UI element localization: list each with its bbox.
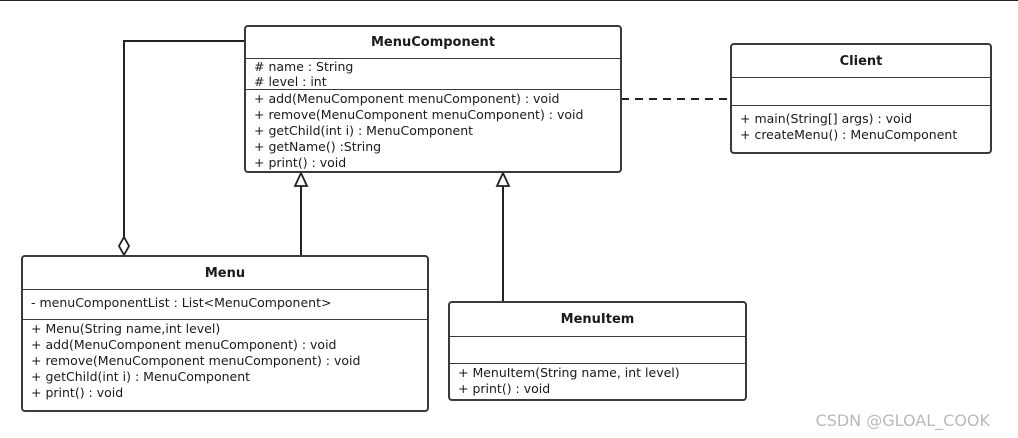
operations-section: + main(String[] args) : void + createMen… [732,106,990,143]
attribute: - menuComponentList : List<MenuComponent… [31,295,332,310]
operation: + getChild(int i) : MenuComponent [254,123,474,138]
operation: + main(String[] args) : void [740,111,913,126]
class-name: Menu [23,257,427,290]
operation: + MenuItem(String name, int level) [458,365,680,380]
operation: + print() : void [458,381,551,396]
top-border [0,0,1018,1]
class-name: Client [732,45,990,78]
operation: + print() : void [254,155,347,170]
class-name: MenuItem [450,303,745,337]
attribute: # name : String [254,59,354,74]
operation: + add(MenuComponent menuComponent) : voi… [254,91,560,106]
operations-section: + add(MenuComponent menuComponent) : voi… [246,90,620,171]
aggregation-diamond [117,235,131,257]
class-client[interactable]: Client + main(String[] args) : void + cr… [730,43,992,154]
attributes-section: # name : String # level : int [246,59,620,90]
attributes-section [732,78,990,106]
operation: + print() : void [31,385,124,400]
class-menu-component[interactable]: MenuComponent # name : String # level : … [244,25,622,173]
operation: + getChild(int i) : MenuComponent [31,369,251,384]
operation: + getName() :String [254,139,382,154]
operations-section: + MenuItem(String name, int level) + pri… [450,364,745,397]
operation: + Menu(String name,int level) [31,321,221,336]
operation: + add(MenuComponent menuComponent) : voi… [31,337,337,352]
attribute: # level : int [254,74,327,89]
operation: + createMenu() : MenuComponent [740,127,958,142]
operation: + remove(MenuComponent menuComponent) : … [31,353,361,368]
menuitem-inheritance-arrow [495,170,511,187]
class-menu-item[interactable]: MenuItem + MenuItem(String name, int lev… [448,301,747,401]
menu-inheritance-arrow [293,170,309,187]
watermark: CSDN @GLOAL_COOK [815,411,990,430]
attributes-section: - menuComponentList : List<MenuComponent… [23,290,427,320]
aggregation-line [123,40,244,238]
class-name: MenuComponent [246,27,620,59]
class-menu[interactable]: Menu - menuComponentList : List<MenuComp… [21,255,429,412]
operation: + remove(MenuComponent menuComponent) : … [254,107,584,122]
attributes-section [450,337,745,364]
operations-section: + Menu(String name,int level) + add(Menu… [23,320,427,401]
